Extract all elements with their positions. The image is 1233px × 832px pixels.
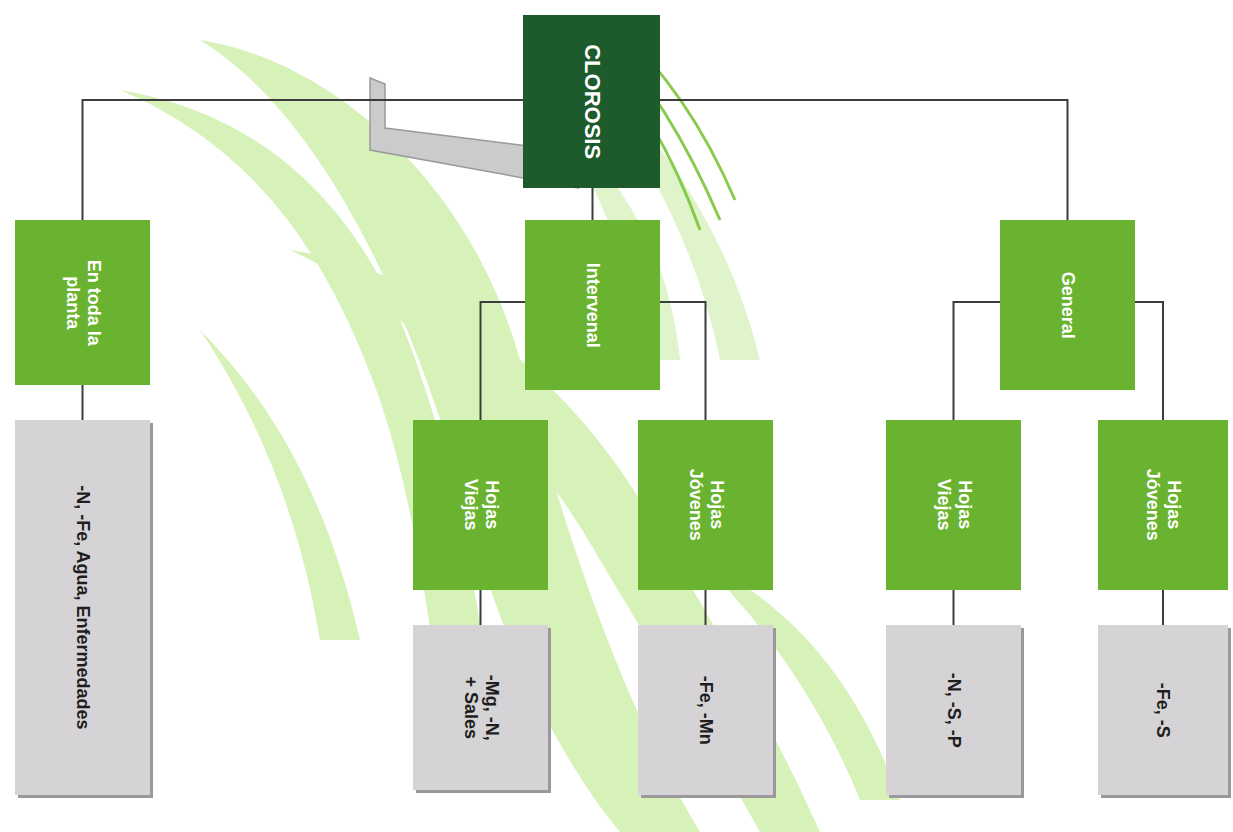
result-box: -Fe, -Mn — [638, 625, 773, 795]
category-box: Hojas Jóvenes — [1098, 420, 1228, 590]
box-label: -Mg, -N, + Sales — [460, 668, 501, 748]
swoosh — [200, 330, 360, 640]
result-box: -Fe, -S — [1098, 625, 1228, 795]
tree-connector — [953, 590, 955, 625]
box-label: Hojas Viejas — [460, 465, 501, 545]
category-box: En toda la planta — [15, 220, 150, 385]
result-box: -Mg, -N, + Sales — [413, 625, 548, 790]
box-label: Intervenal — [582, 230, 603, 380]
box-label: Hojas Viejas — [933, 465, 974, 545]
box-label: -N, -S, -P — [943, 635, 964, 785]
box-label: -Fe, -S — [1153, 635, 1174, 785]
root-box: CLOROSIS — [523, 15, 660, 188]
box-label: -Fe, -Mn — [695, 635, 716, 785]
box-label: En toda la planta — [62, 253, 103, 353]
box-label: -N, -Fe, Agua, Enfermedades — [72, 433, 93, 783]
tree-connector — [954, 302, 1001, 420]
tree-connector — [1162, 590, 1164, 625]
result-box: -N, -Fe, Agua, Enfermedades — [15, 420, 150, 795]
tree-connector — [481, 302, 526, 420]
tree-connector — [592, 188, 594, 220]
tree-connector — [660, 302, 706, 420]
tree-connector — [82, 385, 84, 420]
tree-connector — [705, 590, 707, 625]
tree-connector — [83, 100, 524, 220]
category-box: Hojas Jóvenes — [638, 420, 773, 590]
category-box: General — [1000, 220, 1135, 390]
box-label: Hojas Jóvenes — [685, 465, 726, 545]
category-box: Hojas Viejas — [886, 420, 1021, 590]
tree-connector — [660, 100, 1068, 220]
category-box: Intervenal — [525, 220, 660, 390]
result-box: -N, -S, -P — [886, 625, 1021, 795]
swoosh-shapes — [120, 40, 900, 832]
box-label: CLOROSIS — [579, 26, 604, 176]
box-label: General — [1057, 230, 1078, 380]
tree-connector — [480, 590, 482, 625]
box-label: Hojas Jóvenes — [1142, 465, 1183, 545]
category-box: Hojas Viejas — [413, 420, 548, 590]
tree-connector — [1135, 302, 1163, 420]
